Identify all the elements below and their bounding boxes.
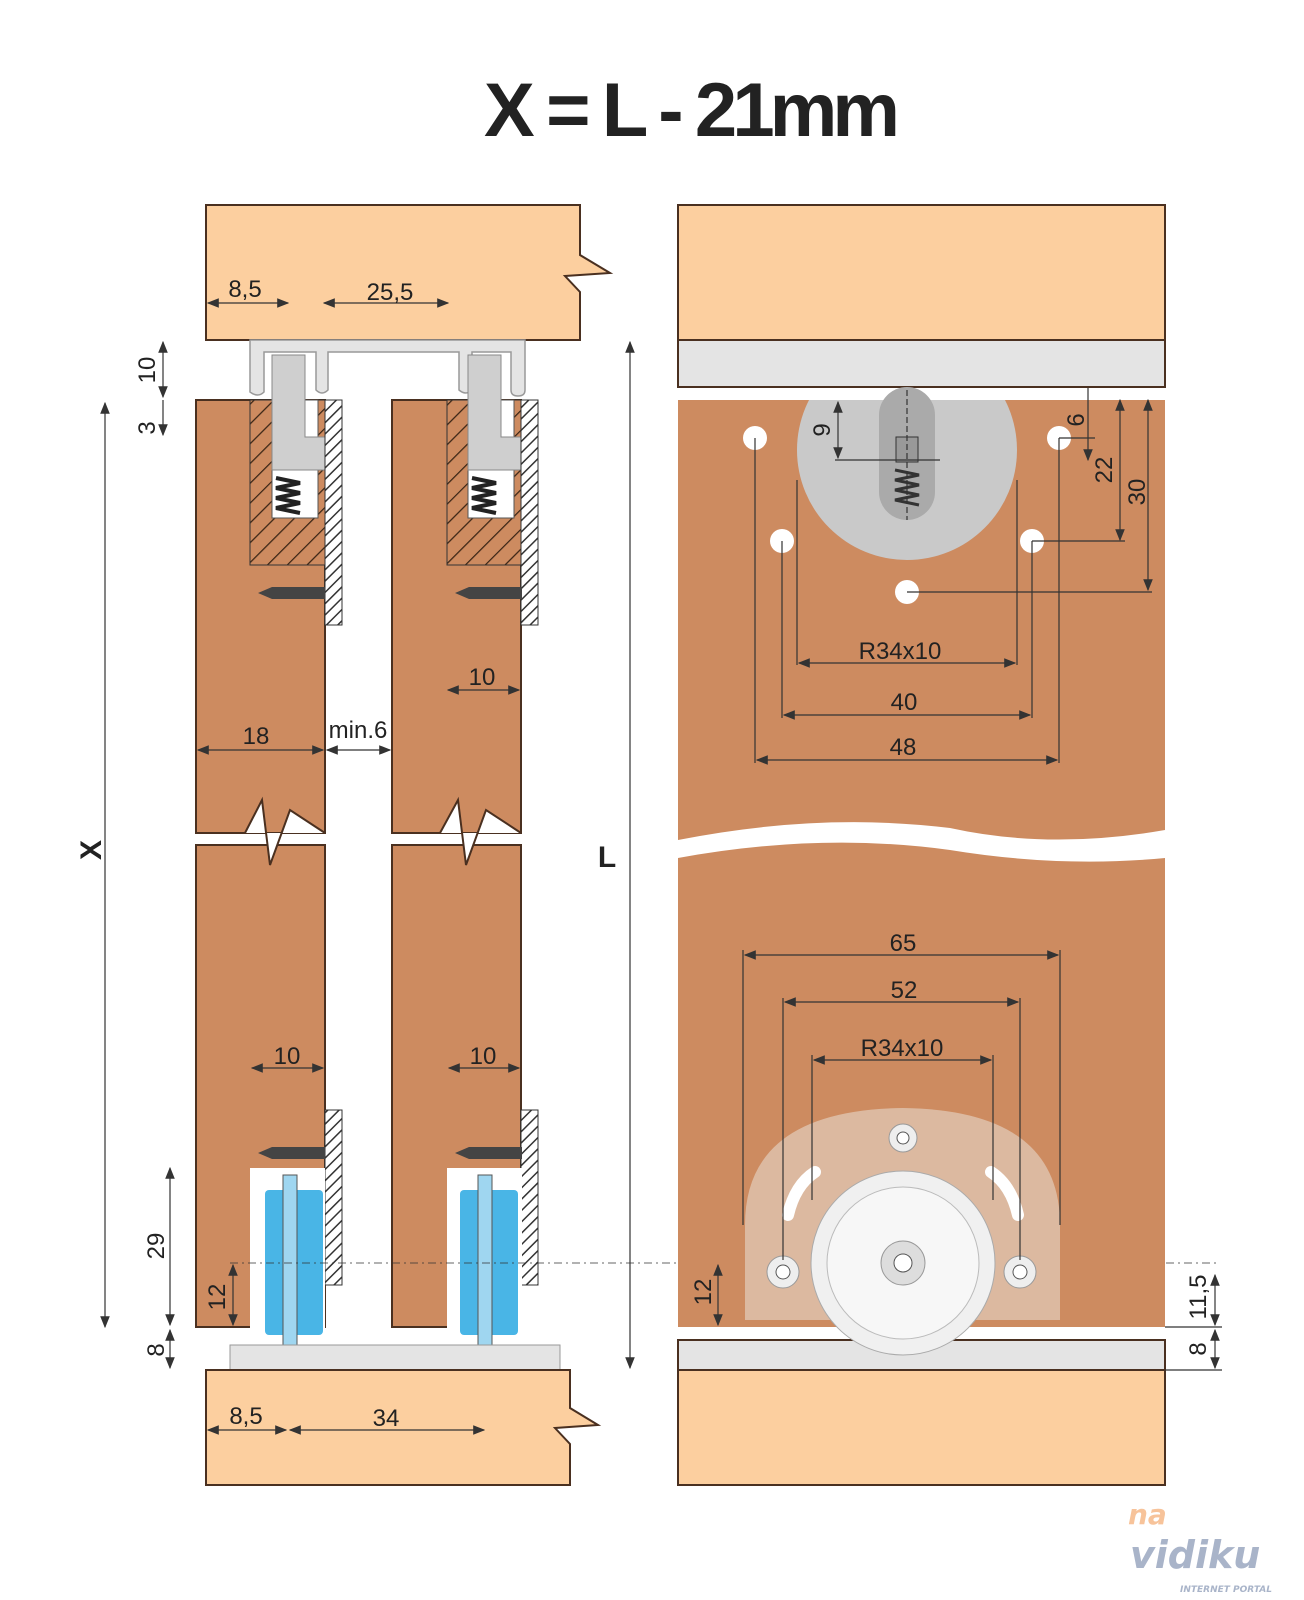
screw-icon [258,1147,325,1159]
height-label-x: X [75,840,108,860]
dim-label: 29 [143,1233,170,1260]
screw-icon [455,1147,522,1159]
dim-label: 65 [890,930,917,957]
spring-icon [275,476,301,515]
watermark-prefix: na [1128,1498,1167,1531]
dim-label: 8 [1185,1342,1212,1355]
door-upper [678,400,1165,840]
dim-label: 10 [470,1043,497,1070]
door-right [391,354,539,1346]
dim-label: 12 [204,1284,231,1311]
dim-label: 11,5 [1185,1275,1212,1320]
dim-label: 8,5 [229,1403,262,1430]
top-frame [205,204,614,341]
dim-label: 34 [373,1405,400,1432]
top-frame [677,204,1166,341]
dim-label: R34x10 [859,638,942,665]
watermark-logo: na vidiku INTERNET PORTAL [1128,1498,1272,1595]
top-rail [249,339,526,397]
formula-title: X = L - 21mm [484,68,900,153]
height-label-l: L [598,841,616,874]
dim-label: 30 [1124,479,1151,506]
dim-label: 10 [274,1043,301,1070]
screw-icon [258,587,325,599]
door-left [195,354,343,1346]
dim-label: 52 [891,977,918,1004]
left-section-view: 8,5 25,5 10 3 18 min.6 10 10 10 29 12 8 … [75,204,1220,1486]
dim-label: 8,5 [228,276,261,303]
dim-label: 6 [1063,413,1090,426]
spring-icon [894,468,920,507]
dim-label: 48 [890,734,917,761]
watermark-name: vidiku [1130,1533,1260,1577]
dim-label: 40 [891,689,918,716]
dim-label: 25,5 [367,279,414,306]
bottom-frame [205,1369,602,1486]
dim-label: 3 [134,421,161,434]
spring-icon [471,476,497,515]
dim-label: 8 [143,1343,170,1356]
bottom-frame [677,1369,1166,1486]
dim-label: 12 [690,1279,717,1306]
dim-label: 18 [243,723,270,750]
dim-label: 22 [1091,457,1118,484]
watermark-tagline: INTERNET PORTAL [1180,1585,1272,1595]
right-front-view: 9 6 22 30 R34x10 40 48 65 52 R34x10 12 1… [677,204,1222,1486]
dim-label: 9 [809,423,836,436]
dim-label: 10 [134,357,161,384]
bottom-rail [229,1344,561,1371]
dim-label: R34x10 [861,1035,944,1062]
dim-label: min.6 [329,717,388,744]
top-rail [677,339,1166,388]
screw-icon [455,587,522,599]
dim-label: 10 [469,664,496,691]
